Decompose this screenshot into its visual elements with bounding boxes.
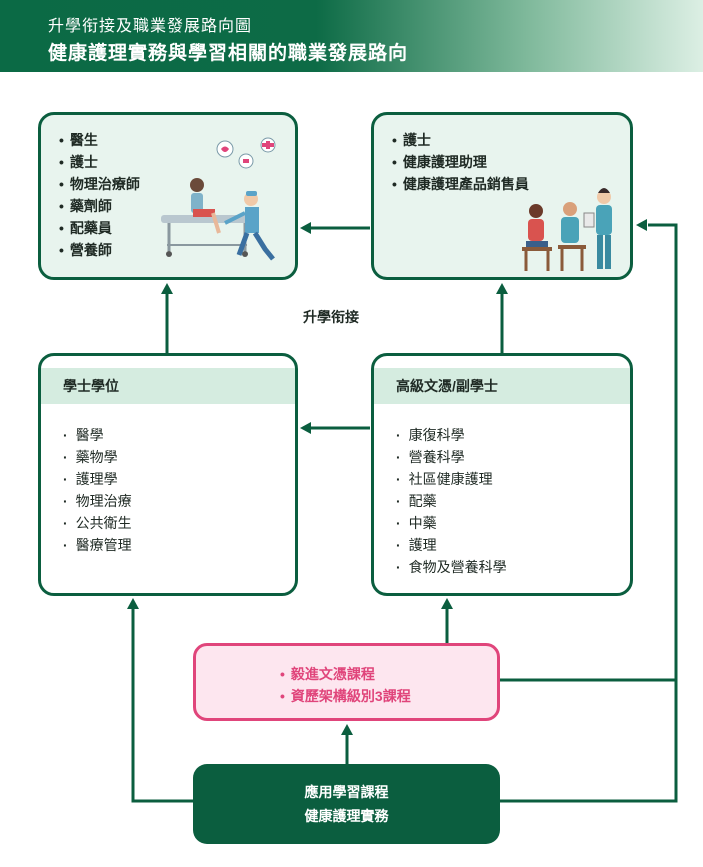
header-title: 健康護理實務與學習相關的職業發展路向: [48, 43, 409, 64]
applied-learning-line1: 應用學習課程: [304, 784, 389, 800]
list-item: 配藥員: [59, 217, 140, 239]
list-item: 護士: [59, 151, 140, 173]
higher-diploma-title: 高級文憑/副學士: [374, 368, 630, 404]
bachelor-list: 醫學 藥物學 護理學 物理治療 公共衛生 醫療管理: [63, 424, 132, 556]
list-item: 物理治療師: [59, 173, 140, 195]
careers-left-list: 醫生 護士 物理治療師 藥劑師 配藥員 營養師: [59, 129, 140, 261]
higher-diploma-list: 康復科學 營養科學 社區健康護理 配藥 中藥 護理 食物及營養科學: [396, 424, 507, 578]
list-item: 食物及營養科學: [396, 556, 507, 578]
applied-learning-line2: 健康護理實務: [304, 808, 389, 824]
progression-label: 升學衔接: [303, 309, 359, 325]
bachelor-title: 學士學位: [41, 368, 295, 404]
list-item: 護理: [396, 534, 507, 556]
list-item: 物理治療: [63, 490, 132, 512]
list-item: 藥劑師: [59, 195, 140, 217]
list-item: 健康護理助理: [392, 151, 529, 173]
bachelor-box: 學士學位 醫學 藥物學 護理學 物理治療 公共衛生 醫療管理: [38, 353, 298, 596]
list-item: 營養科學: [396, 446, 507, 468]
list-item: 營養師: [59, 239, 140, 261]
list-item: 健康護理產品銷售員: [392, 173, 529, 195]
list-item: 毅進文憑課程: [280, 663, 411, 685]
header-banner: 升學衔接及職業發展路向圖 健康護理實務與學習相關的職業發展路向: [0, 0, 703, 72]
list-item: 護士: [392, 129, 529, 151]
list-item: 社區健康護理: [396, 468, 507, 490]
applied-learning-box: 應用學習課程 健康護理實務: [193, 764, 500, 844]
list-item: 醫學: [63, 424, 132, 446]
list-item: 藥物學: [63, 446, 132, 468]
list-item: 康復科學: [396, 424, 507, 446]
higher-diploma-box: 高級文憑/副學士 康復科學 營養科學 社區健康護理 配藥 中藥 護理 食物及營養…: [371, 353, 633, 596]
nursing-staff-illustration: [522, 188, 612, 271]
list-item: 配藥: [396, 490, 507, 512]
careers-right-box: 護士 健康護理助理 健康護理產品銷售員: [371, 112, 633, 280]
list-item: 醫療管理: [63, 534, 132, 556]
list-item: 中藥: [396, 512, 507, 534]
careers-left-box: 醫生 護士 物理治療師 藥劑師 配藥員 營養師: [38, 112, 298, 280]
physiotherapy-illustration: [161, 137, 276, 261]
list-item: 醫生: [59, 129, 140, 151]
pathway-courses-list: 毅進文憑課程 資歷架構級別3課程: [280, 663, 411, 707]
list-item: 護理學: [63, 468, 132, 490]
pathway-courses-box: 毅進文憑課程 資歷架構級別3課程: [193, 643, 500, 721]
careers-right-list: 護士 健康護理助理 健康護理產品銷售員: [392, 129, 529, 195]
header-subtitle: 升學衔接及職業發展路向圖: [48, 18, 253, 35]
list-item: 公共衛生: [63, 512, 132, 534]
list-item: 資歷架構級別3課程: [280, 685, 411, 707]
